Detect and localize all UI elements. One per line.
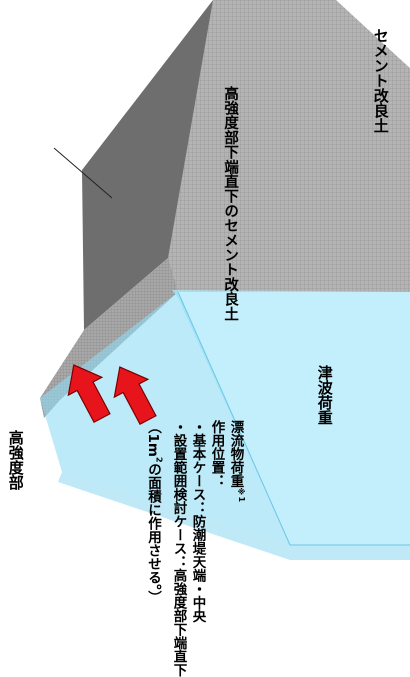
position-title: 作用位置： <box>208 420 225 488</box>
cement-under-strong-label: 高強度部下端直下のセメント改良土 <box>222 86 239 322</box>
cement-soil-label: セメント改良土 <box>371 28 390 133</box>
tsunami-load-label: 津波荷重 <box>315 365 334 425</box>
tsunami-back-face <box>172 290 410 545</box>
drift-load-arrow <box>67 364 111 424</box>
drift-load-notes: 漂流物荷重※1 作用位置： ・基本ケース：防潮堤天端・中央 ・設置範囲検討ケース… <box>143 420 251 677</box>
cement-soil-leader-line <box>53 147 113 199</box>
water-edge-line <box>177 291 291 546</box>
embankment-diagram <box>40 0 410 560</box>
cement-soil-side-face <box>165 0 410 292</box>
design-case-note: ・設置範囲検討ケース：高強度部下端直下 <box>170 420 187 677</box>
cement-soil-top-face <box>82 0 213 330</box>
high-strength-part-label: 高強度部 <box>6 430 25 490</box>
drift-load-title: 漂流物荷重※1 <box>227 420 247 503</box>
tsunami-front-face <box>40 292 290 545</box>
area-note: （1m2の面積に作用させる。） <box>145 420 164 605</box>
area-note-superscript: 2 <box>154 456 164 463</box>
drift-load-arrow <box>113 366 157 426</box>
basic-case-note: ・基本ケース：防潮堤天端・中央 <box>189 420 206 623</box>
drift-load-footnote-mark: ※1 <box>237 487 246 503</box>
tsunami-bottom-edge <box>58 472 410 560</box>
